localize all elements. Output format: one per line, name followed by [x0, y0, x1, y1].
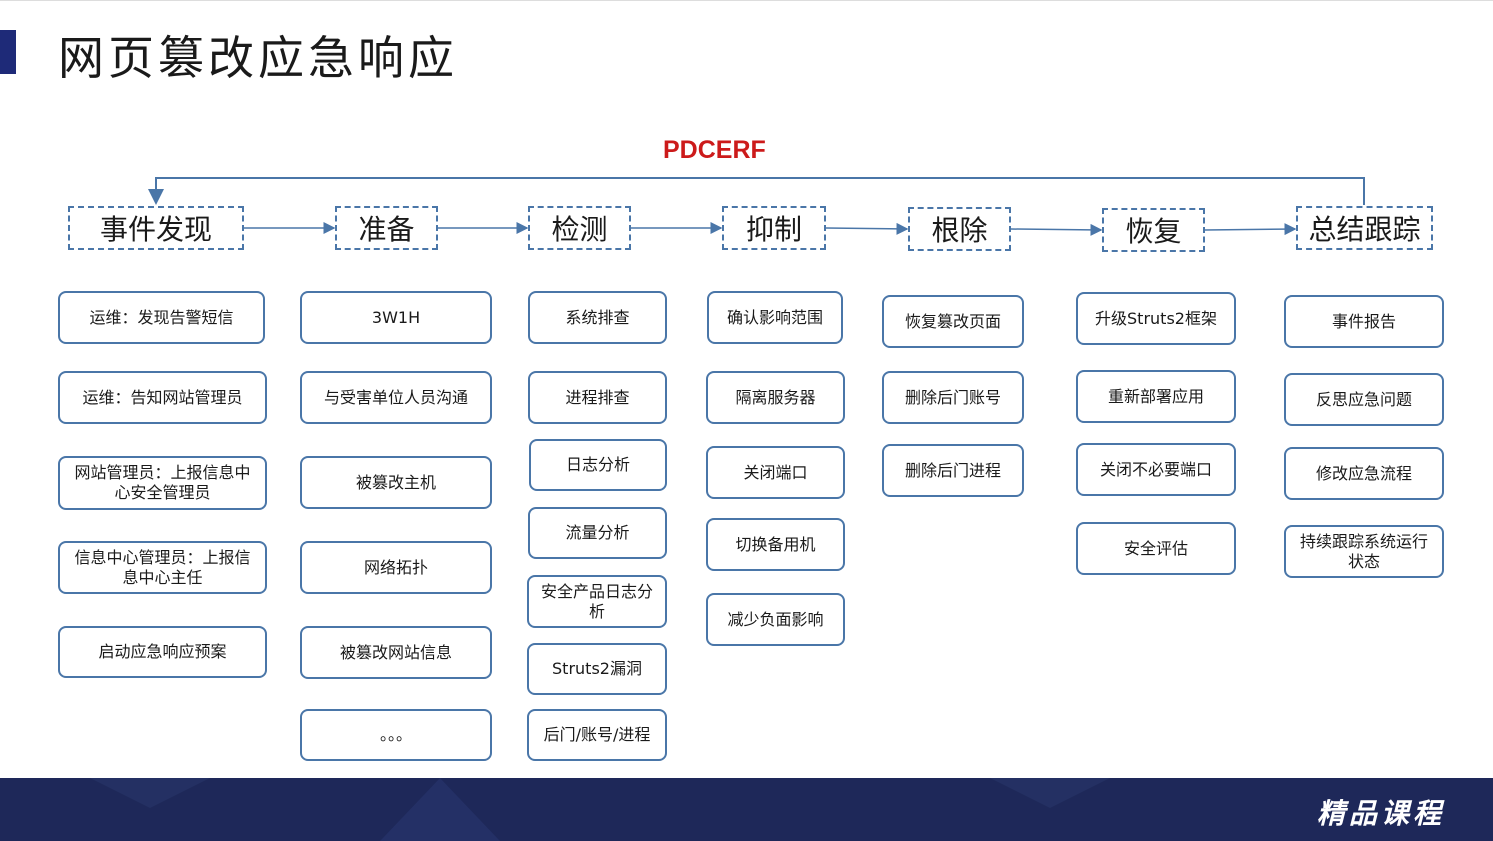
eradication-item: 恢复篡改页面 [882, 295, 1024, 348]
phase-arrow-4 [825, 222, 909, 235]
recovery-item: 升级Struts2框架 [1076, 292, 1236, 345]
footer-decor-shape [90, 778, 210, 808]
phase-eradication: 根除 [908, 207, 1011, 251]
phase-arrow-6 [1204, 223, 1297, 236]
phase-detection: 检测 [528, 206, 631, 250]
discovery-item: 运维：告知网站管理员 [58, 371, 267, 424]
detection-item: 系统排查 [528, 291, 667, 344]
detection-item: 流量分析 [528, 507, 667, 559]
feedback-loop-arrow [148, 177, 1365, 205]
containment-item: 隔离服务器 [706, 371, 845, 424]
containment-item: 减少负面影响 [706, 593, 845, 646]
containment-item: 切换备用机 [706, 518, 845, 571]
preparation-item: 被篡改主机 [300, 456, 492, 509]
detection-item: 安全产品日志分析 [527, 575, 667, 628]
detection-item: 日志分析 [529, 439, 667, 491]
footer-decor-shape [380, 778, 500, 841]
discovery-item: 启动应急响应预案 [58, 626, 267, 678]
containment-item: 确认影响范围 [707, 291, 843, 344]
recovery-item: 安全评估 [1076, 522, 1236, 575]
phase-recovery: 恢复 [1102, 208, 1205, 252]
page-title: 网页篡改应急响应 [58, 31, 458, 85]
top-divider [0, 0, 1493, 1]
footer-band [0, 778, 1493, 841]
phase-follow-up: 总结跟踪 [1296, 206, 1433, 250]
follow-up-item: 反思应急问题 [1284, 373, 1444, 426]
title-accent-bar [0, 30, 16, 74]
phase-arrow-5 [1010, 223, 1103, 236]
follow-up-item: 持续跟踪系统运行状态 [1284, 525, 1444, 578]
containment-item: 关闭端口 [706, 446, 845, 499]
phase-discovery: 事件发现 [68, 206, 244, 250]
detection-item: 进程排查 [528, 371, 667, 424]
recovery-item: 重新部署应用 [1076, 370, 1236, 423]
preparation-item: 被篡改网站信息 [300, 626, 492, 679]
phase-preparation: 准备 [335, 206, 438, 250]
phase-containment: 抑制 [722, 206, 826, 250]
preparation-item: 。。。 [300, 709, 492, 761]
preparation-item: 网络拓扑 [300, 541, 492, 594]
model-label: PDCERF [663, 136, 766, 164]
discovery-item: 运维：发现告警短信 [58, 291, 265, 344]
detection-item: Struts2漏洞 [527, 643, 667, 695]
follow-up-item: 修改应急流程 [1284, 447, 1444, 500]
preparation-item: 与受害单位人员沟通 [300, 371, 492, 424]
eradication-item: 删除后门进程 [882, 444, 1024, 497]
footer-label: 精品课程 [1316, 797, 1445, 830]
recovery-item: 关闭不必要端口 [1076, 443, 1236, 496]
footer-decor-shape [990, 778, 1110, 808]
discovery-item: 网站管理员：上报信息中心安全管理员 [58, 456, 267, 510]
preparation-item: 3W1H [300, 291, 492, 344]
discovery-item: 信息中心管理员：上报信息中心主任 [58, 541, 267, 594]
follow-up-item: 事件报告 [1284, 295, 1444, 348]
eradication-item: 删除后门账号 [882, 371, 1024, 424]
detection-item: 后门/账号/进程 [527, 709, 667, 761]
